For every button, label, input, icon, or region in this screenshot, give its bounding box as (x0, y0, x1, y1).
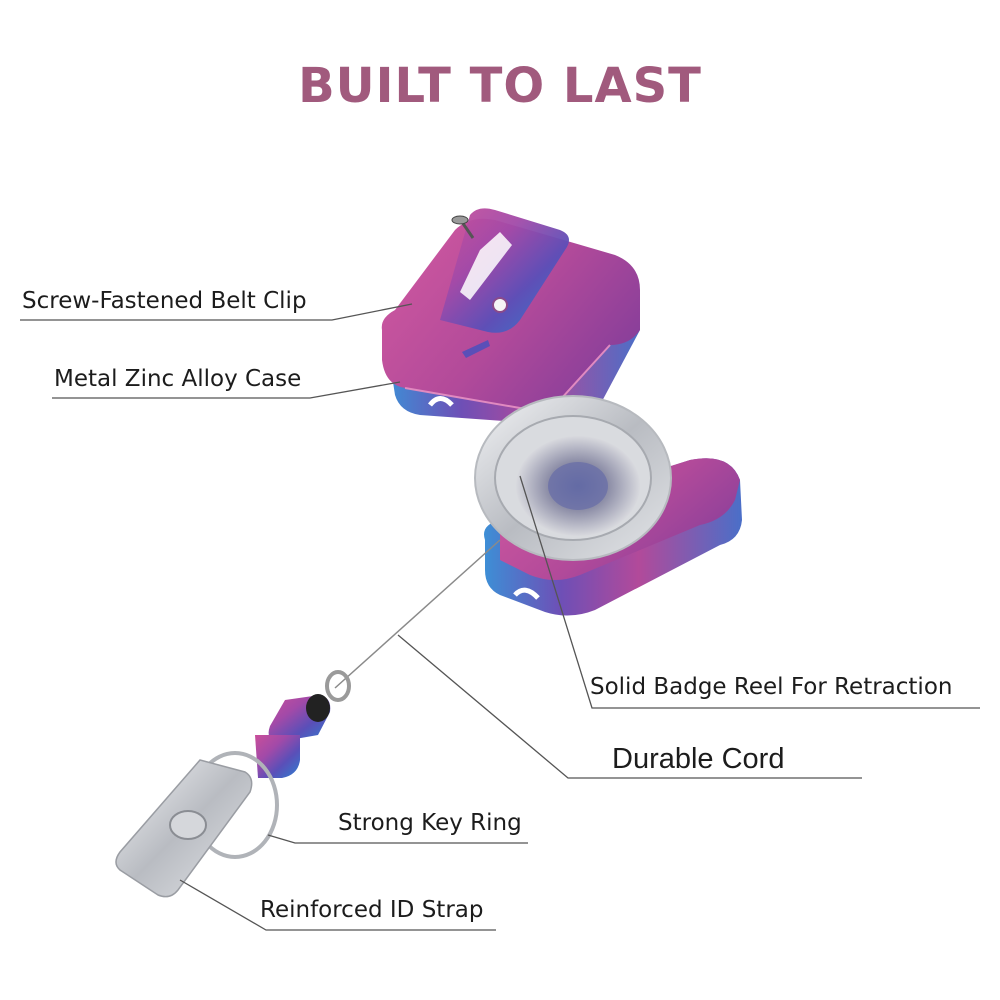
leader-reel (519, 475, 980, 709)
label-id-strap: Reinforced ID Strap (260, 897, 484, 923)
leader-id-strap (179, 879, 496, 931)
top-case-illustration (381, 208, 640, 426)
label-key-ring: Strong Key Ring (338, 810, 522, 836)
label-belt-clip: Screw-Fastened Belt Clip (22, 288, 307, 314)
leader-key-ring (267, 834, 528, 844)
bottom-case-illustration (474, 395, 742, 616)
strap-assembly-illustration (115, 694, 331, 898)
leader-lines (20, 303, 980, 931)
leader-cord (397, 634, 862, 779)
leader-belt-clip (20, 303, 413, 321)
cord-line (334, 539, 501, 689)
page-title: BUILT TO LAST (298, 58, 702, 114)
o-ring (325, 670, 351, 702)
label-case: Metal Zinc Alloy Case (54, 366, 302, 392)
label-cord: Durable Cord (612, 743, 785, 775)
leader-case (52, 381, 401, 399)
label-reel: Solid Badge Reel For Retraction (590, 674, 953, 700)
